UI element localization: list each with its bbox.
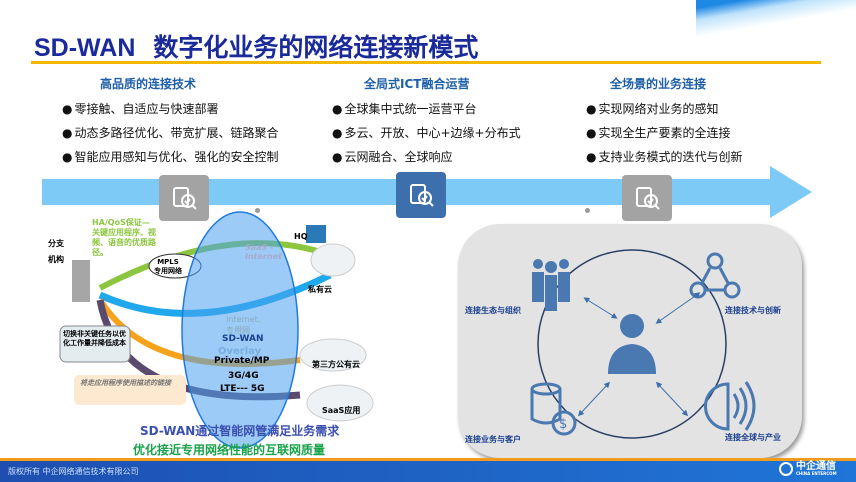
cloud-network-icon: [689, 252, 741, 299]
saas-app-label: SaaS应用: [322, 406, 361, 415]
sdwan-overlay-ellipse: [181, 211, 299, 449]
team-icon: [532, 259, 570, 311]
cloud-icon: [306, 384, 374, 422]
building-icon: [72, 260, 90, 302]
bullet: 云网融合、全球响应: [332, 148, 452, 165]
footer-accent: [0, 458, 856, 461]
private-label: Private/MP: [214, 356, 270, 366]
timeline-dot: [585, 208, 590, 213]
cloud-icon: [299, 338, 367, 372]
bullet: 零接触、自适应与快速部署: [62, 100, 218, 117]
caption-1: SD-WAN通过智能网管满足业务需求: [140, 424, 340, 438]
overlay-label: Overlay: [218, 346, 262, 357]
sdwan-label: SD-WAN: [222, 334, 264, 344]
hq-building-icon: [306, 225, 326, 243]
column-heading-1: 高品质的连接技术: [100, 77, 197, 91]
qos-note: HA/QoS保证—关键应用程序、视频、语音的优质路径。: [92, 218, 156, 257]
title-divider: [31, 61, 821, 64]
label-technology: 连接技术与创新: [725, 306, 781, 315]
connection-graphic: $: [530, 249, 756, 439]
copyright: 版权所有 中企网络通信技术有限公司: [8, 467, 139, 476]
bullet: 多云、开放、中心+边缘+分布式: [332, 124, 520, 141]
mpls-label: MPLS 专用网络: [154, 258, 182, 275]
label-business: 连接业务与客户: [465, 435, 521, 444]
third-party-cloud-label: 第三方公有云: [312, 360, 360, 369]
label-ecosystem: 连接生态与组织: [465, 306, 521, 315]
label-global: 连接全球与产业: [725, 433, 781, 442]
switch-note: 切换非关键任务以优化工作量并降低成本: [63, 330, 126, 347]
lte-label: LTE--- 5G: [220, 384, 265, 394]
globe-signal-icon: [704, 381, 756, 431]
document-search-icon: [622, 175, 672, 221]
bullet: 动态多路径优化、带宽扩展、链路聚合: [62, 124, 278, 141]
document-search-icon: [159, 175, 209, 221]
footer-bar: [0, 461, 856, 482]
document-search-icon: [396, 172, 446, 218]
person-icon: [608, 314, 656, 374]
3g4g-label: 3G/4G: [228, 371, 259, 381]
caption-2: 优化接近专用网络性能的互联网质量: [133, 443, 326, 457]
bullet: 全球集中式统一运营平台: [332, 100, 476, 117]
column-heading-3: 全场景的业务连接: [610, 77, 707, 91]
coins-dollar-icon: $: [530, 382, 577, 436]
logo-text: 中企通信: [796, 461, 836, 472]
orange-note: 将走应用程序使用描述的链接: [80, 379, 171, 387]
column-heading-2: 全局式ICT融合运营: [364, 77, 470, 91]
hq-label: HQ: [294, 232, 308, 241]
timeline-dot: [255, 208, 260, 213]
cloud-icon: [310, 243, 356, 277]
timeline-arrow-head: [770, 166, 812, 218]
bullet: 智能应用感知与优化、强化的安全控制: [62, 148, 278, 165]
connection-panel: [458, 224, 802, 458]
bullet: 支持业务模式的迭代与创新: [586, 148, 742, 165]
branch-label: 分支 机构: [48, 239, 64, 264]
logo-text-en: CHINA ENTERCOM: [796, 471, 837, 476]
bullet: 实现网络对业务的感知: [586, 100, 718, 117]
internet-label: Internet、专用网: [226, 315, 266, 335]
logo-icon: [779, 462, 793, 476]
timeline-dot: [420, 212, 425, 217]
bullet: 实现全生产要素的全连接: [586, 124, 730, 141]
corner-decoration: [696, 0, 856, 40]
svg-text:$: $: [559, 417, 567, 432]
saas-internet-label: SaaS - Internet: [245, 243, 282, 261]
network-diagram: [59, 211, 374, 449]
private-cloud-label: 私有云: [308, 285, 332, 294]
